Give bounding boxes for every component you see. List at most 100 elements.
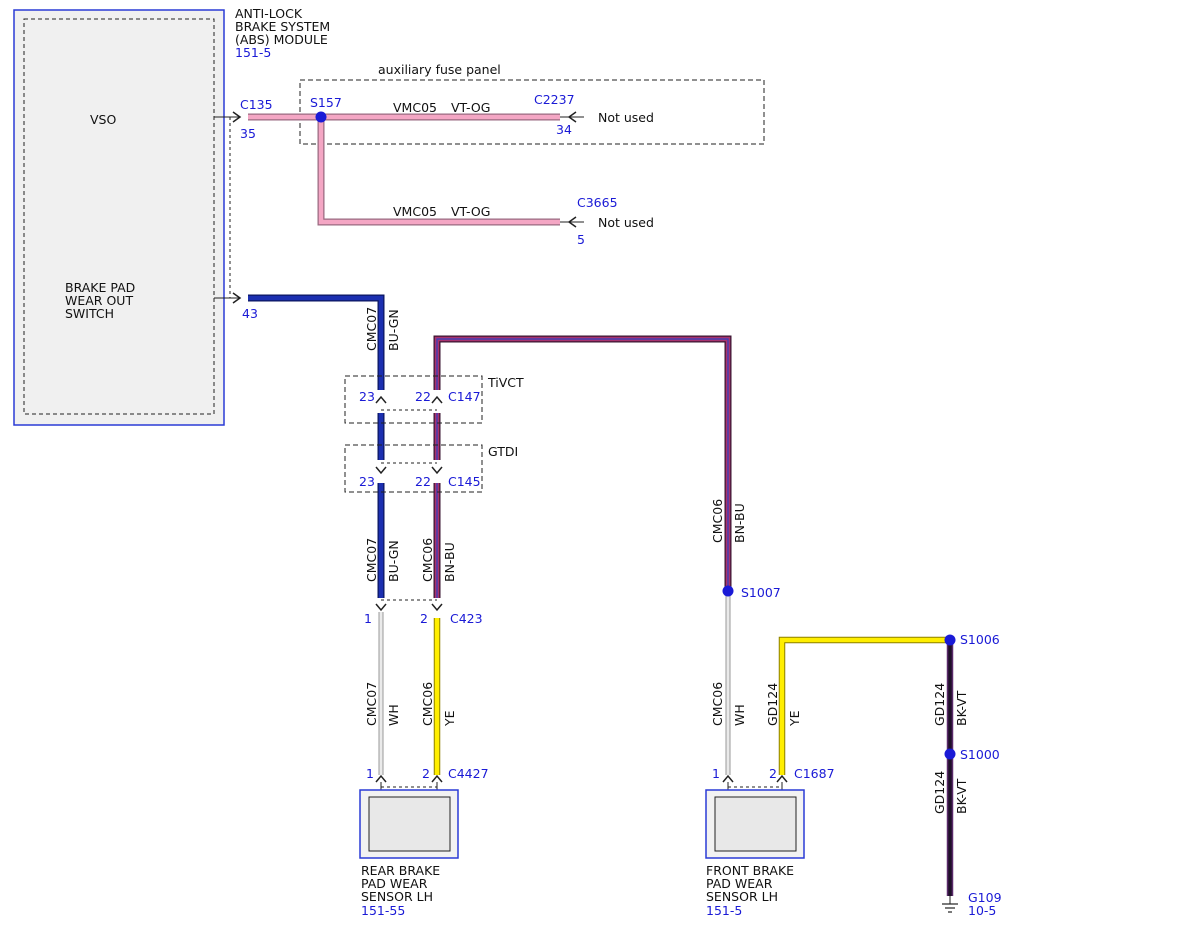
abs-module-inner-border <box>23 18 215 415</box>
gd124-front-color: YE <box>787 710 802 727</box>
c135-connector: C135 35 43 <box>214 97 273 321</box>
c147-label: C147 <box>448 389 481 404</box>
rear-sensor-label-line3: SENSOR LH <box>361 889 433 904</box>
vmc05-wires: S157 VMC05 VT-OG VMC05 VT-OG <box>248 95 560 226</box>
rear-sensor-ref: 151-55 <box>361 903 405 918</box>
c145-label: C145 <box>448 474 481 489</box>
c423-pin-1: 1 <box>364 611 372 626</box>
aux-fuse-panel: auxiliary fuse panel <box>299 62 765 145</box>
c2237-pin: 34 <box>556 122 572 137</box>
s1007-label: S1007 <box>741 585 781 600</box>
c3665-connector: C3665 5 Not used <box>560 195 654 247</box>
fuse-panel-label: auxiliary fuse panel <box>378 62 501 77</box>
c423-connector: 1 2 C423 <box>364 599 483 626</box>
cmc07-wire: CMC07 BU-GN CMC07 BU-GN <box>248 294 401 598</box>
cmc07-mid-circuit: CMC07 <box>364 538 379 582</box>
vmc05-top-color: VT-OG <box>451 100 490 115</box>
c1687-label: C1687 <box>794 766 835 781</box>
vmc05-bottom-color: VT-OG <box>451 204 490 219</box>
abs-module: ANTI-LOCK BRAKE SYSTEM (ABS) MODULE 151-… <box>13 6 330 426</box>
abs-module-box <box>13 9 225 426</box>
cmc06-rear-color: YE <box>442 710 457 727</box>
s157-splice-dot <box>315 111 327 123</box>
c4427-pin-1: 1 <box>366 766 374 781</box>
front-sensor-label-line1: FRONT BRAKE <box>706 863 794 878</box>
abs-module-title-line2: BRAKE SYSTEM <box>235 19 330 34</box>
ground-wire: S1006 S1000 GD124 BK-VT GD124 BK-VT G109… <box>932 632 1002 918</box>
vso-label: VSO <box>90 112 116 127</box>
c147-pin23-arrow-icon <box>375 395 387 404</box>
cmc07-rear-color: WH <box>386 704 401 726</box>
front-sensor-wires: S1007 CMC06 WH GD124 YE <box>710 585 950 775</box>
cmc07-upper-color: BU-GN <box>386 309 401 351</box>
rear-sensor-wires: CMC07 WH CMC06 YE <box>364 612 457 775</box>
c135-pin-35: 35 <box>240 126 256 141</box>
c147-pin22-arrow-icon <box>431 395 443 404</box>
switch-label-line1: BRAKE PAD <box>65 280 135 295</box>
gtdi-label: GTDI <box>488 444 518 459</box>
c147-connector: 23 22 C147 TiVCT <box>344 375 524 424</box>
c4427-pin-2: 2 <box>422 766 430 781</box>
c3665-not-used: Not used <box>598 215 654 230</box>
c3665-pin: 5 <box>577 232 585 247</box>
c4427-pin1-arrow-icon <box>375 774 387 783</box>
cmc06-wire: CMC06 BN-BU CMC06 BN-BU <box>420 335 747 598</box>
abs-module-title-line3: (ABS) MODULE <box>235 32 328 47</box>
c145-pin23-arrow-icon <box>375 466 387 475</box>
cmc07-rear-circuit: CMC07 <box>364 682 379 726</box>
c3665-label: C3665 <box>577 195 618 210</box>
pin-35-arrow-icon <box>232 111 242 123</box>
c4427-label: C4427 <box>448 766 489 781</box>
cmc06-rear-circuit: CMC06 <box>420 682 435 726</box>
vmc05-bottom-circuit: VMC05 <box>393 204 437 219</box>
switch-label-line2: WEAR OUT <box>65 293 133 308</box>
cmc07-mid-color: BU-GN <box>386 540 401 582</box>
c145-pin22-arrow-icon <box>431 466 443 475</box>
c1687-pin-2: 2 <box>769 766 777 781</box>
vmc05-top-circuit: VMC05 <box>393 100 437 115</box>
rear-sensor-label-line2: PAD WEAR <box>361 876 428 891</box>
c4427-pin2-arrow-icon <box>431 774 443 783</box>
c2237-label: C2237 <box>534 92 575 107</box>
c135-label: C135 <box>240 97 273 112</box>
s1007-splice-dot <box>722 585 734 597</box>
cmc06-mid-color: BN-BU <box>442 542 457 582</box>
s1006-splice-dot <box>944 634 956 646</box>
gd124-upper-color: BK-VT <box>954 690 969 726</box>
pin-43-arrow-icon <box>232 292 242 304</box>
c1687-pin-1: 1 <box>712 766 720 781</box>
cmc07-upper-circuit: CMC07 <box>364 307 379 351</box>
c147-pin-22: 22 <box>415 389 431 404</box>
c2237-not-used: Not used <box>598 110 654 125</box>
front-sensor-label-line3: SENSOR LH <box>706 889 778 904</box>
c145-connector: 23 22 C145 GTDI <box>344 444 518 493</box>
cmc06-right-circuit: CMC06 <box>710 499 725 543</box>
gd124-lower-color: BK-VT <box>954 778 969 814</box>
s157-label: S157 <box>310 95 342 110</box>
gd124-lower-circuit: GD124 <box>932 771 947 814</box>
abs-module-ref: 151-5 <box>235 45 271 60</box>
s1000-label: S1000 <box>960 747 1000 762</box>
rear-sensor: 1 2 C4427 REAR BRAKE PAD WEAR SENSOR LH … <box>359 766 489 918</box>
c3665-arrow-icon <box>567 216 577 228</box>
c145-pin-23: 23 <box>359 474 375 489</box>
c1687-pin1-arrow-icon <box>722 774 734 783</box>
abs-module-title-line1: ANTI-LOCK <box>235 6 303 21</box>
c1687-pin2-arrow-icon <box>776 774 788 783</box>
c147-pin-23: 23 <box>359 389 375 404</box>
g109-ref: 10-5 <box>968 903 996 918</box>
switch-label-line3: SWITCH <box>65 306 114 321</box>
g109-label: G109 <box>968 890 1002 905</box>
c135-pin-43: 43 <box>242 306 258 321</box>
cmc06-front-circuit: CMC06 <box>710 682 725 726</box>
c423-label: C423 <box>450 611 483 626</box>
cmc06-front-color: WH <box>732 704 747 726</box>
gd124-upper-circuit: GD124 <box>932 683 947 726</box>
c2237-arrow-icon <box>567 111 577 123</box>
s1006-label: S1006 <box>960 632 1000 647</box>
c423-pin1-arrow-icon <box>375 603 387 612</box>
front-sensor: 1 2 C1687 FRONT BRAKE PAD WEAR SENSOR LH… <box>705 766 835 918</box>
ground-icon <box>942 896 958 913</box>
c423-pin-2: 2 <box>420 611 428 626</box>
